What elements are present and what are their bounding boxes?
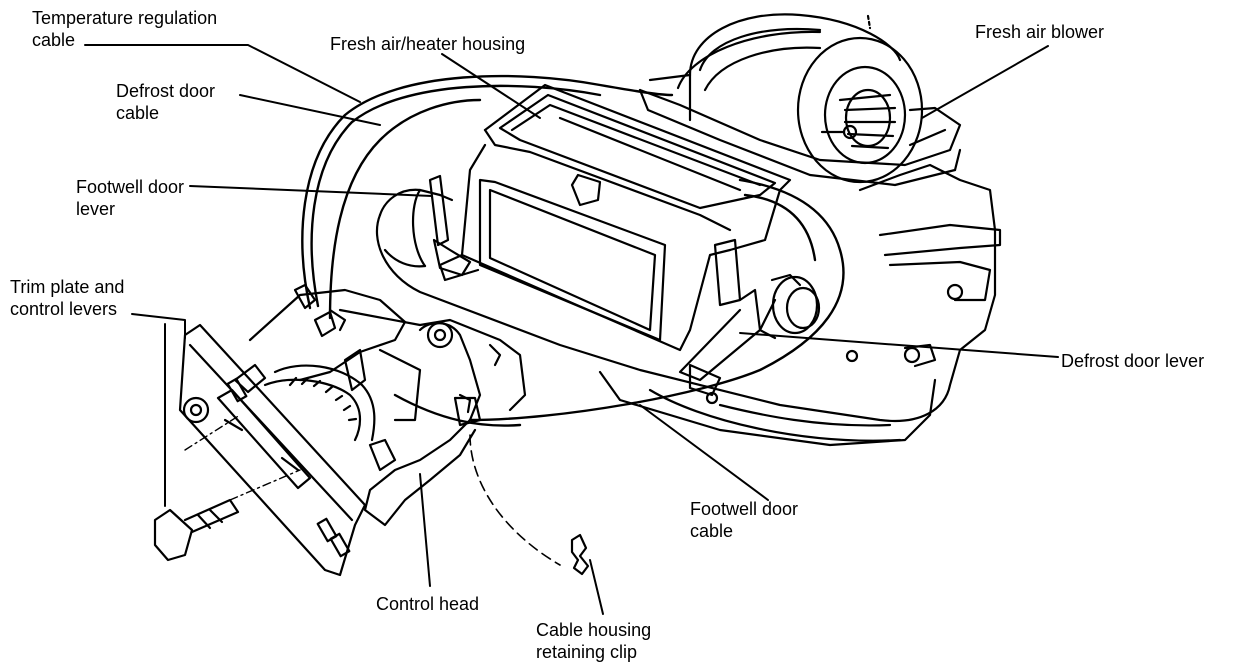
control-lever-knob <box>153 498 240 562</box>
label-footwell-door-lever: Footwell door lever <box>76 177 185 219</box>
label-defrost-door-cable: Defrost door cable <box>116 81 216 123</box>
trim-plate <box>178 323 367 577</box>
label-temperature-regulation-cable: Temperature regulation cable <box>32 8 218 50</box>
footwell-door-lever-shape <box>428 174 472 277</box>
heater-housing-body <box>375 163 1002 447</box>
label-cable-housing-retaining-clip: Cable housing retaining clip <box>536 620 652 662</box>
duct-connector <box>758 273 821 340</box>
label-footwell-door-cable: Footwell door cable <box>690 499 799 541</box>
cables <box>301 74 845 566</box>
label-fresh-air-blower: Fresh air blower <box>975 22 1105 42</box>
leader-lines <box>84 44 1059 615</box>
label-trim-plate-control-levers: Trim plate and control levers <box>10 277 125 319</box>
label-defrost-door-lever: Defrost door lever <box>1061 351 1205 371</box>
label-control-head: Control head <box>376 594 480 614</box>
defrost-door-lever-shape <box>678 238 762 405</box>
cable-housing-retaining-clip <box>570 533 590 576</box>
fresh-air-heater-housing <box>438 83 792 352</box>
fresh-air-blower <box>638 13 962 187</box>
control-head <box>233 283 527 527</box>
label-fresh-air-heater-housing: Fresh air/heater housing <box>330 34 526 54</box>
